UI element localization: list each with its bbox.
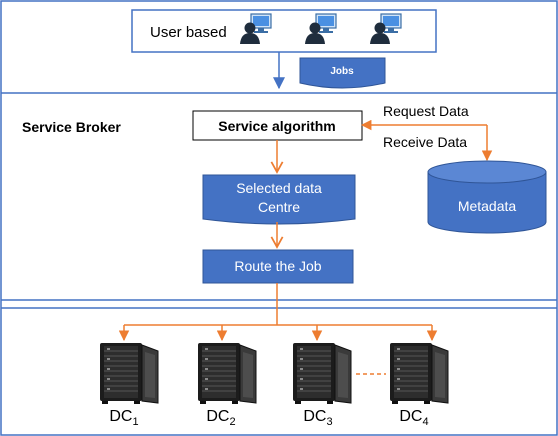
- metadata-cylinder: [427, 160, 547, 234]
- server-rack-icon: [197, 342, 257, 405]
- selected-data-centre-line2: Centre: [258, 199, 300, 215]
- service-broker-title: Service Broker: [22, 119, 121, 135]
- route-the-job-box: [202, 249, 354, 284]
- dc1-label: DC1: [109, 408, 138, 428]
- server-rack-icon: [292, 342, 352, 405]
- selected-data-centre-line1: Selected data: [236, 180, 322, 196]
- user-based-label: User based: [150, 24, 227, 41]
- service-algorithm-label: Service algorithm: [218, 118, 336, 134]
- route-the-job-label: Route the Job: [234, 258, 321, 274]
- request-data-label: Request Data: [383, 103, 469, 119]
- selected-data-centre-box: [202, 174, 356, 225]
- jobs-label: Jobs: [330, 66, 354, 77]
- server-rack-icon: [389, 342, 449, 405]
- jobs-tag: [299, 57, 386, 89]
- receive-data-label: Receive Data: [383, 134, 467, 150]
- server-rack-icon: [99, 342, 159, 405]
- dc2-label: DC2: [206, 408, 235, 428]
- dc4-label: DC4: [399, 408, 428, 428]
- metadata-label: Metadata: [458, 198, 517, 214]
- dc3-label: DC3: [303, 408, 332, 428]
